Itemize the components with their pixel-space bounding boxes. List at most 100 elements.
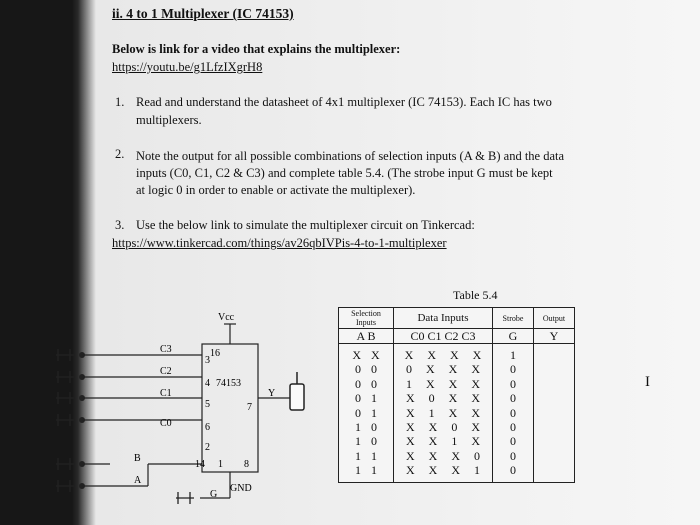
cell-c0: X	[405, 405, 415, 420]
intro-text: Below is link for a video that explains …	[112, 42, 401, 56]
switch-icons	[56, 349, 194, 504]
cell-c0: X	[405, 434, 415, 449]
cell-b: 1	[371, 391, 377, 406]
cell-a: 0	[355, 405, 361, 420]
input-label-a: A	[134, 475, 142, 486]
cell-c2: X	[451, 448, 460, 463]
step-2-line1: Note the output for all possible combina…	[136, 149, 565, 163]
input-label-c1: C1	[160, 388, 172, 399]
step-2-line2: inputs (C0, C1, C2 & C3) and complete ta…	[136, 166, 553, 180]
pin-c0: 6	[205, 422, 210, 433]
cell-c0: X	[405, 419, 415, 434]
cell-b: 0	[371, 419, 377, 434]
pin-c3: 3	[205, 355, 210, 366]
cell-c0: X	[405, 448, 415, 463]
header-output: Output	[533, 307, 575, 329]
section-heading: ii. 4 to 1 Multiplexer (IC 74153)	[112, 6, 294, 21]
strobe-cell: 1	[510, 348, 516, 362]
cell-c1: X	[425, 362, 435, 377]
led-icon	[289, 372, 305, 411]
g-label: G	[210, 489, 217, 500]
input-label-c3: C3	[160, 344, 172, 355]
subheader-g: G	[492, 328, 534, 344]
cell-c3: X	[471, 434, 480, 449]
chip-label: 74153	[216, 378, 241, 389]
step-1-line2: multiplexers.	[136, 113, 202, 127]
cell-c2: X	[448, 376, 458, 391]
cell-c1: 1	[428, 405, 435, 420]
output-column[interactable]	[533, 343, 575, 483]
cell-c0: X	[404, 348, 414, 362]
strobe-cell: 0	[510, 419, 516, 434]
input-label-c0: C0	[160, 418, 172, 429]
subheader-y: Y	[533, 328, 575, 344]
gnd-label: GND	[230, 483, 252, 494]
cell-a: 1	[355, 419, 361, 434]
pin-c1: 5	[205, 399, 210, 410]
mux-circuit-diagram: Vcc 16 3 4 74153 5 6 2 14 1 8 7 Y GND G …	[56, 312, 305, 504]
text-cursor-icon: I	[645, 374, 650, 390]
cell-c1: X	[428, 434, 438, 449]
pin-a: 2	[205, 442, 210, 453]
cell-b: 0	[371, 434, 377, 449]
cell-c2: X	[448, 391, 458, 406]
strobe-cell: 0	[510, 362, 516, 377]
strobe-cell: 0	[510, 405, 516, 420]
tinkercad-link[interactable]: https://www.tinkercad.com/things/av26qbI…	[112, 236, 447, 250]
cell-c3: X	[472, 348, 482, 362]
header-selection: Selection Inputs	[338, 307, 394, 329]
strobe-cell: 0	[510, 434, 516, 449]
cell-c2: 0	[451, 419, 458, 434]
cell-c2: 1	[451, 434, 458, 449]
table-caption: Table 5.4	[453, 288, 498, 302]
cell-c1: X	[428, 463, 438, 477]
cell-b: 1	[371, 405, 377, 420]
step-1-line1: Read and understand the datasheet of 4x1…	[136, 95, 552, 109]
pin-vcc: 16	[210, 348, 220, 359]
cell-a: 1	[355, 434, 361, 449]
cell-a: 0	[355, 376, 361, 391]
pin-y: 7	[247, 402, 252, 413]
cell-c0: X	[405, 391, 415, 406]
step-2-number: 2.	[115, 147, 125, 161]
cell-c0: 0	[405, 362, 412, 377]
cell-c3: 1	[474, 463, 480, 477]
pin-b: 14	[195, 459, 205, 470]
pin-g: 1	[218, 459, 223, 470]
pin-gnd: 8	[244, 459, 249, 470]
cell-b: X	[371, 348, 380, 362]
cell-c3: X	[471, 362, 480, 377]
cell-c2: X	[450, 348, 459, 362]
truth-table: Selection Inputs Data Inputs Strobe Outp…	[338, 307, 575, 483]
strobe-cell: 0	[510, 463, 516, 477]
video-link[interactable]: https://youtu.be/g1LfzIXgrH8	[112, 60, 263, 74]
cell-c3: X	[471, 376, 480, 391]
cell-b: 0	[371, 376, 377, 391]
document-page: ii. 4 to 1 Multiplexer (IC 74153) Below …	[96, 0, 700, 525]
cell-c0: 1	[405, 376, 412, 391]
step-1-number: 1.	[115, 95, 125, 109]
cell-c3: 0	[474, 448, 480, 463]
header-data: Data Inputs	[393, 307, 493, 329]
subheader-ab: A B	[338, 328, 394, 344]
cell-c1: X	[427, 348, 436, 362]
cell-c0: X	[405, 463, 415, 477]
cell-c3: X	[471, 419, 480, 434]
cell-b: 0	[371, 362, 377, 377]
strobe-cell: 0	[510, 448, 516, 463]
